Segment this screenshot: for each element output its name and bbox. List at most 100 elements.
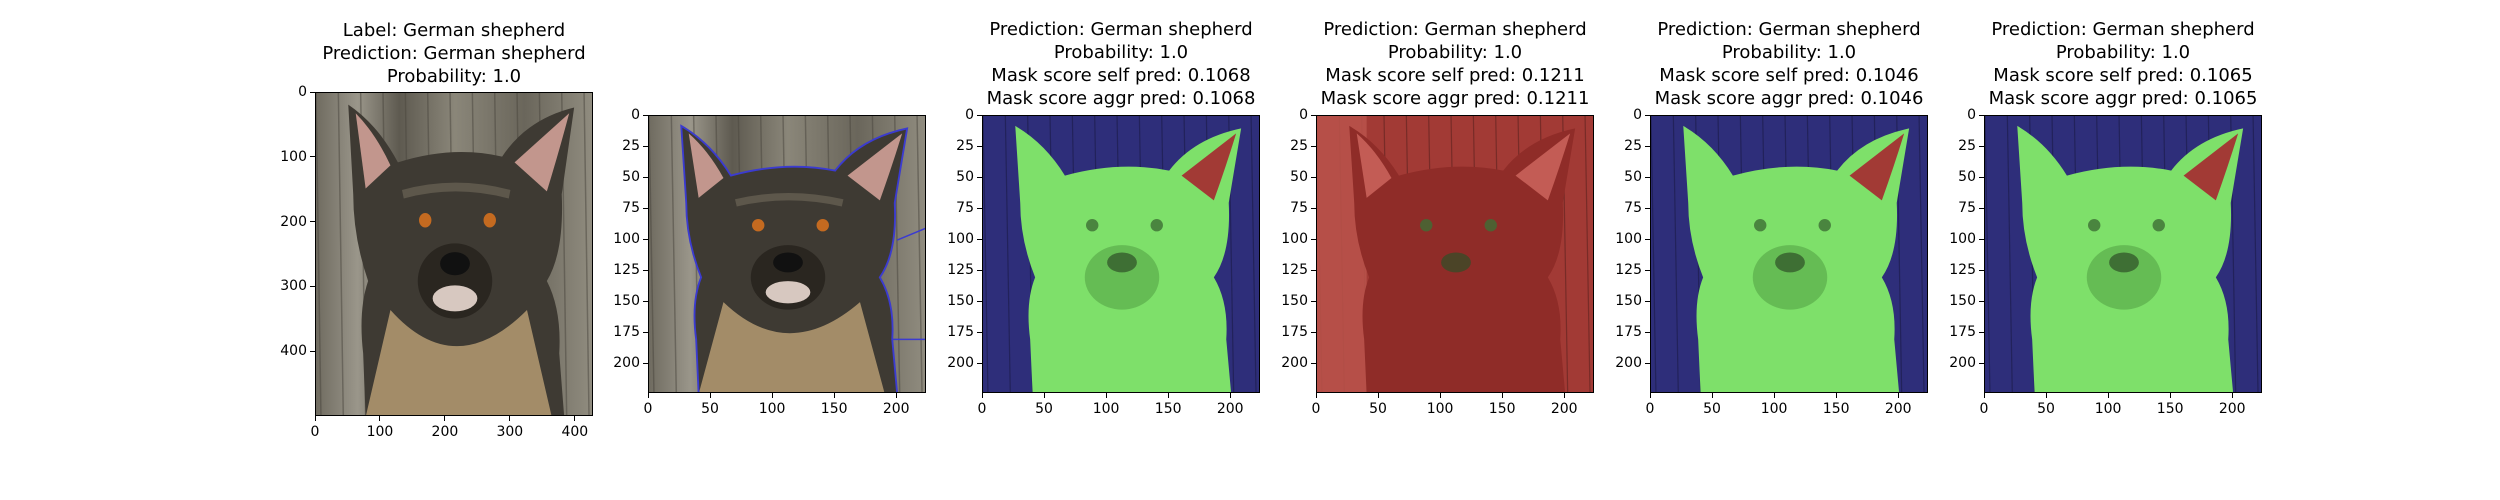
x-tick-mark — [2169, 393, 2171, 398]
y-tick-label: 150 — [613, 293, 640, 310]
image-axes — [1650, 115, 1928, 393]
x-tick-mark — [1711, 393, 1713, 398]
y-tick-label: 50 — [622, 169, 640, 186]
x-tick-mark — [1105, 393, 1107, 398]
y-tick-label: 150 — [947, 293, 974, 310]
x-tick-label: 0 — [1645, 401, 1655, 417]
image-axes — [982, 115, 1260, 393]
y-tick-label: 150 — [1949, 293, 1976, 310]
x-tick-mark — [1983, 393, 1985, 398]
y-tick-label: 150 — [1615, 293, 1642, 310]
image-axes — [1984, 115, 2262, 393]
y-tick-mark — [1979, 300, 1984, 302]
x-tick-label: 100 — [758, 401, 786, 417]
y-tick-label: 200 — [1615, 355, 1642, 372]
x-tick-mark — [981, 393, 983, 398]
y-tick-label: 200 — [280, 213, 307, 230]
x-tick-label: 0 — [643, 401, 653, 417]
y-tick-label: 25 — [622, 138, 640, 155]
y-tick-mark — [1311, 238, 1316, 240]
y-tick-mark — [643, 362, 648, 364]
y-tick-label: 0 — [965, 107, 974, 123]
y-tick-mark — [977, 238, 982, 240]
x-tick-label: 150 — [1154, 401, 1182, 417]
y-tick-mark — [643, 114, 648, 116]
y-tick-mark — [1311, 269, 1316, 271]
image-axes — [648, 115, 926, 393]
x-tick-mark — [1229, 393, 1231, 398]
y-tick-label: 75 — [1958, 200, 1976, 217]
subplot-title-line: Mask score aggr pred: 0.1065 — [1988, 88, 2258, 109]
subplot-title-line: Probability: 1.0 — [1387, 42, 1523, 63]
y-tick-label: 150 — [1281, 293, 1308, 310]
subplot-title-line: Prediction: German shepherd — [322, 43, 586, 64]
y-tick-label: 100 — [280, 148, 307, 165]
y-tick-mark — [1645, 207, 1650, 209]
y-tick-label: 100 — [947, 231, 974, 248]
x-tick-mark — [1043, 393, 1045, 398]
y-tick-mark — [977, 145, 982, 147]
y-tick-label: 100 — [613, 231, 640, 248]
x-tick-label: 200 — [1884, 401, 1912, 417]
subplot-title-line: Mask score self pred: 0.1046 — [1659, 65, 1919, 86]
x-tick-mark — [709, 393, 711, 398]
y-tick-label: 0 — [631, 107, 640, 123]
y-tick-label: 75 — [956, 200, 974, 217]
image-axes — [1316, 115, 1594, 393]
x-tick-label: 50 — [1369, 401, 1387, 417]
y-tick-mark — [1645, 331, 1650, 333]
original-photo — [316, 93, 592, 415]
y-tick-label: 25 — [1958, 138, 1976, 155]
y-tick-mark — [1311, 145, 1316, 147]
y-tick-label: 200 — [613, 355, 640, 372]
y-tick-label: 200 — [1949, 355, 1976, 372]
x-tick-mark — [1649, 393, 1651, 398]
y-tick-mark — [1645, 238, 1650, 240]
y-tick-mark — [1645, 145, 1650, 147]
y-tick-label: 125 — [1949, 262, 1976, 279]
y-tick-label: 0 — [1299, 107, 1308, 123]
y-tick-mark — [977, 269, 982, 271]
subplot-title-line: Mask score self pred: 0.1211 — [1325, 65, 1585, 86]
ear-mask — [2183, 133, 2239, 201]
x-tick-label: 150 — [2156, 401, 2184, 417]
x-tick-mark — [1377, 393, 1379, 398]
subplot-title-line: Probability: 1.0 — [386, 66, 522, 87]
mask-overlay-green — [983, 116, 1259, 392]
x-tick-mark — [647, 393, 649, 398]
x-tick-mark — [1439, 393, 1441, 398]
y-tick-label: 100 — [1281, 231, 1308, 248]
x-tick-mark — [1563, 393, 1565, 398]
x-tick-mark — [771, 393, 773, 398]
subplot-title-line: Prediction: German shepherd — [989, 19, 1253, 40]
y-tick-mark — [310, 156, 315, 158]
y-tick-mark — [643, 300, 648, 302]
y-tick-mark — [1311, 207, 1316, 209]
y-tick-label: 0 — [1967, 107, 1976, 123]
y-tick-mark — [1311, 300, 1316, 302]
y-tick-mark — [977, 114, 982, 116]
y-tick-mark — [1311, 331, 1316, 333]
y-tick-mark — [1311, 114, 1316, 116]
y-tick-mark — [310, 221, 315, 223]
y-tick-label: 50 — [1290, 169, 1308, 186]
y-tick-mark — [1311, 362, 1316, 364]
x-tick-mark — [574, 416, 576, 421]
x-tick-label: 0 — [977, 401, 987, 417]
x-tick-label: 150 — [1822, 401, 1850, 417]
x-tick-mark — [1897, 393, 1899, 398]
dog-eye-right — [816, 219, 829, 232]
x-tick-label: 100 — [1426, 401, 1454, 417]
y-tick-mark — [310, 91, 315, 93]
y-tick-label: 125 — [947, 262, 974, 279]
y-tick-mark — [1979, 114, 1984, 116]
y-tick-mark — [310, 285, 315, 287]
y-tick-label: 50 — [1624, 169, 1642, 186]
x-tick-mark — [1835, 393, 1837, 398]
x-tick-label: 200 — [882, 401, 910, 417]
x-tick-mark — [444, 416, 446, 421]
x-tick-mark — [2107, 393, 2109, 398]
y-tick-label: 0 — [298, 84, 307, 100]
y-tick-label: 175 — [1949, 324, 1976, 341]
x-tick-mark — [833, 393, 835, 398]
